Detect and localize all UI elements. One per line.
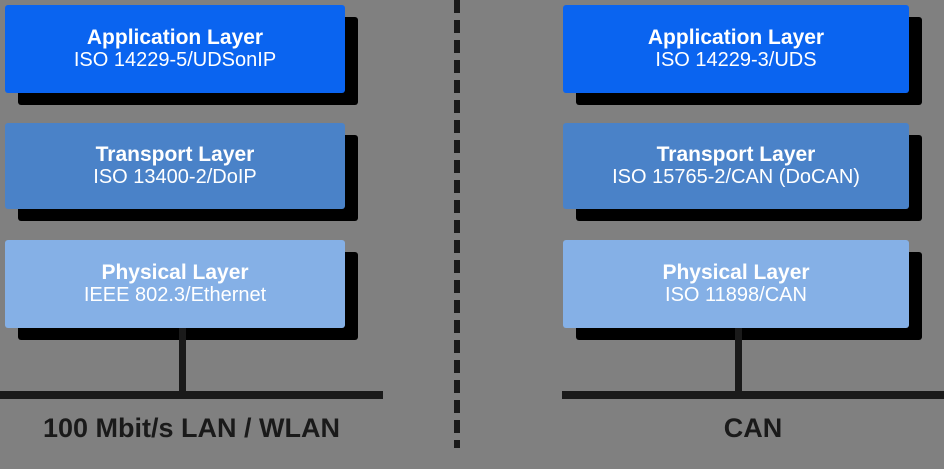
layer-title: Transport Layer [95,142,255,166]
layer-box-left-physical[interactable]: Physical Layer IEEE 802.3/Ethernet [5,240,345,328]
layer-standard: ISO 13400-2/DoIP [93,166,257,189]
bus-line-left [0,391,383,399]
connector-line-right [735,328,742,396]
bus-line-right [562,391,944,399]
layer-box-right-application[interactable]: Application Layer ISO 14229-3/UDS [563,5,909,93]
layer-box-left-application[interactable]: Application Layer ISO 14229-5/UDSonIP [5,5,345,93]
layer-box-left-transport[interactable]: Transport Layer ISO 13400-2/DoIP [5,123,345,209]
layer-standard: ISO 14229-3/UDS [655,49,817,72]
layer-title: Transport Layer [656,142,816,166]
dashed-separator [454,0,460,448]
layer-title: Physical Layer [662,260,810,284]
layer-box-right-transport[interactable]: Transport Layer ISO 15765-2/CAN (DoCAN) [563,123,909,209]
layer-standard: IEEE 802.3/Ethernet [83,284,267,307]
layer-box-right-physical[interactable]: Physical Layer ISO 11898/CAN [563,240,909,328]
bus-label-right: CAN [723,413,783,443]
layer-title: Physical Layer [101,260,249,284]
layer-standard: ISO 15765-2/CAN (DoCAN) [612,166,860,189]
connector-line-left [179,328,186,396]
layer-title: Application Layer [647,25,825,49]
layer-standard: ISO 11898/CAN [665,284,807,307]
layer-standard: ISO 14229-5/UDSonIP [73,49,277,72]
layer-title: Application Layer [86,25,264,49]
bus-label-left: 100 Mbit/s LAN / WLAN [42,413,340,443]
